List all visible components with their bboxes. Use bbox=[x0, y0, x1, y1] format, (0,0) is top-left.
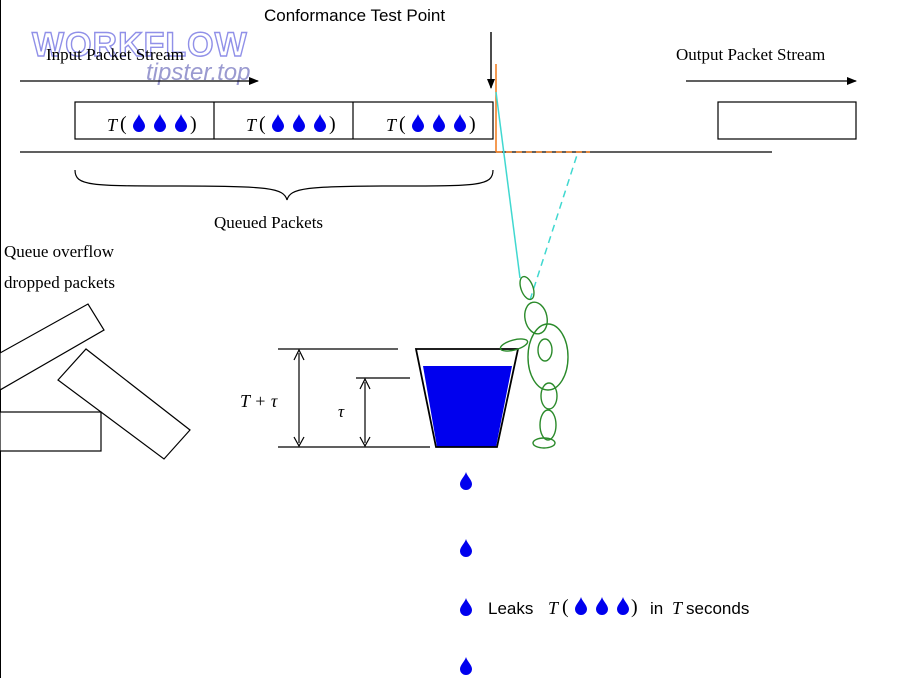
packet-paren-open: ( bbox=[259, 113, 266, 135]
dropped-packets bbox=[0, 303, 191, 460]
person-figure bbox=[499, 275, 569, 449]
tolerance-label: T + τ bbox=[240, 391, 278, 411]
packet-paren-close: ) bbox=[469, 113, 476, 135]
person-raised-arm bbox=[519, 275, 535, 301]
tolerance-arrow-up bbox=[293, 348, 305, 361]
person-lower-leg bbox=[539, 409, 557, 441]
leaks-symbol: T bbox=[548, 598, 560, 618]
packet-paren-close: ) bbox=[329, 113, 336, 135]
person-body bbox=[527, 323, 569, 391]
bucket-outline bbox=[414, 348, 520, 448]
packet-queue: T ( ) T ( ) T ( ) bbox=[74, 101, 494, 140]
queued-packet: T ( ) bbox=[107, 113, 197, 135]
leaky-bucket bbox=[414, 348, 520, 448]
leak-drops bbox=[460, 472, 472, 675]
queued-packet: T ( ) bbox=[246, 113, 336, 135]
leaks-time-word: seconds bbox=[686, 599, 749, 618]
bucket-measurements: T + τ τ bbox=[240, 348, 430, 448]
tau-arrow-down bbox=[359, 436, 371, 448]
laser-line bbox=[495, 91, 521, 279]
person-head bbox=[524, 301, 548, 335]
leaks-prefix: Leaks bbox=[488, 599, 533, 618]
watermark: WORKFLOW tipster.top bbox=[31, 25, 250, 86]
water-drop-icon bbox=[575, 597, 587, 615]
packet-symbol: T bbox=[107, 115, 119, 135]
leaks-paren-close: ) bbox=[631, 596, 638, 618]
person-reaching-arm bbox=[499, 338, 529, 352]
dropped-packet bbox=[57, 348, 191, 460]
packet-paren-open: ( bbox=[120, 113, 127, 135]
leaks-time-symbol: T bbox=[672, 598, 684, 618]
queue-box bbox=[74, 101, 494, 140]
dropped-packet bbox=[0, 303, 105, 391]
leaks-paren-open: ( bbox=[562, 596, 569, 618]
water-drop-icon bbox=[460, 539, 472, 557]
leaks-suffix: in bbox=[650, 599, 663, 618]
laser-line-dashed bbox=[529, 151, 579, 301]
overflow-label-line2: dropped packets bbox=[4, 273, 115, 292]
bucket-water bbox=[423, 366, 512, 447]
water-drop-icon bbox=[460, 657, 472, 675]
person-upper-leg bbox=[540, 382, 558, 410]
water-drop-icon bbox=[460, 472, 472, 490]
water-drop-icon bbox=[617, 597, 629, 615]
queued-packet: T ( ) bbox=[386, 113, 476, 135]
dropped-packet bbox=[0, 411, 102, 452]
packet-paren-close: ) bbox=[190, 113, 197, 135]
packet-symbol: T bbox=[386, 115, 398, 135]
output-packet-box bbox=[717, 101, 857, 140]
person-foot bbox=[532, 437, 556, 449]
input-stream-label: Input Packet Stream bbox=[46, 45, 184, 64]
water-drop-icon bbox=[460, 598, 472, 616]
tau-label: τ bbox=[338, 402, 345, 421]
overflow-label-line1: Queue overflow bbox=[4, 242, 115, 261]
leak-rate-label: Leaks T ( ) in T seconds bbox=[488, 596, 749, 618]
tau-arrow-up bbox=[359, 377, 371, 390]
packet-symbol: T bbox=[246, 115, 258, 135]
packet-paren-open: ( bbox=[399, 113, 406, 135]
person-face bbox=[537, 338, 553, 362]
conformance-test-point-label: Conformance Test Point bbox=[264, 6, 445, 25]
output-stream-label: Output Packet Stream bbox=[676, 45, 825, 64]
tolerance-arrow-down bbox=[293, 436, 305, 448]
watermark-line1: WORKFLOW bbox=[32, 26, 248, 64]
queued-packets-brace bbox=[74, 169, 494, 201]
water-drop-icon bbox=[596, 597, 608, 615]
queued-packets-label: Queued Packets bbox=[214, 213, 323, 232]
